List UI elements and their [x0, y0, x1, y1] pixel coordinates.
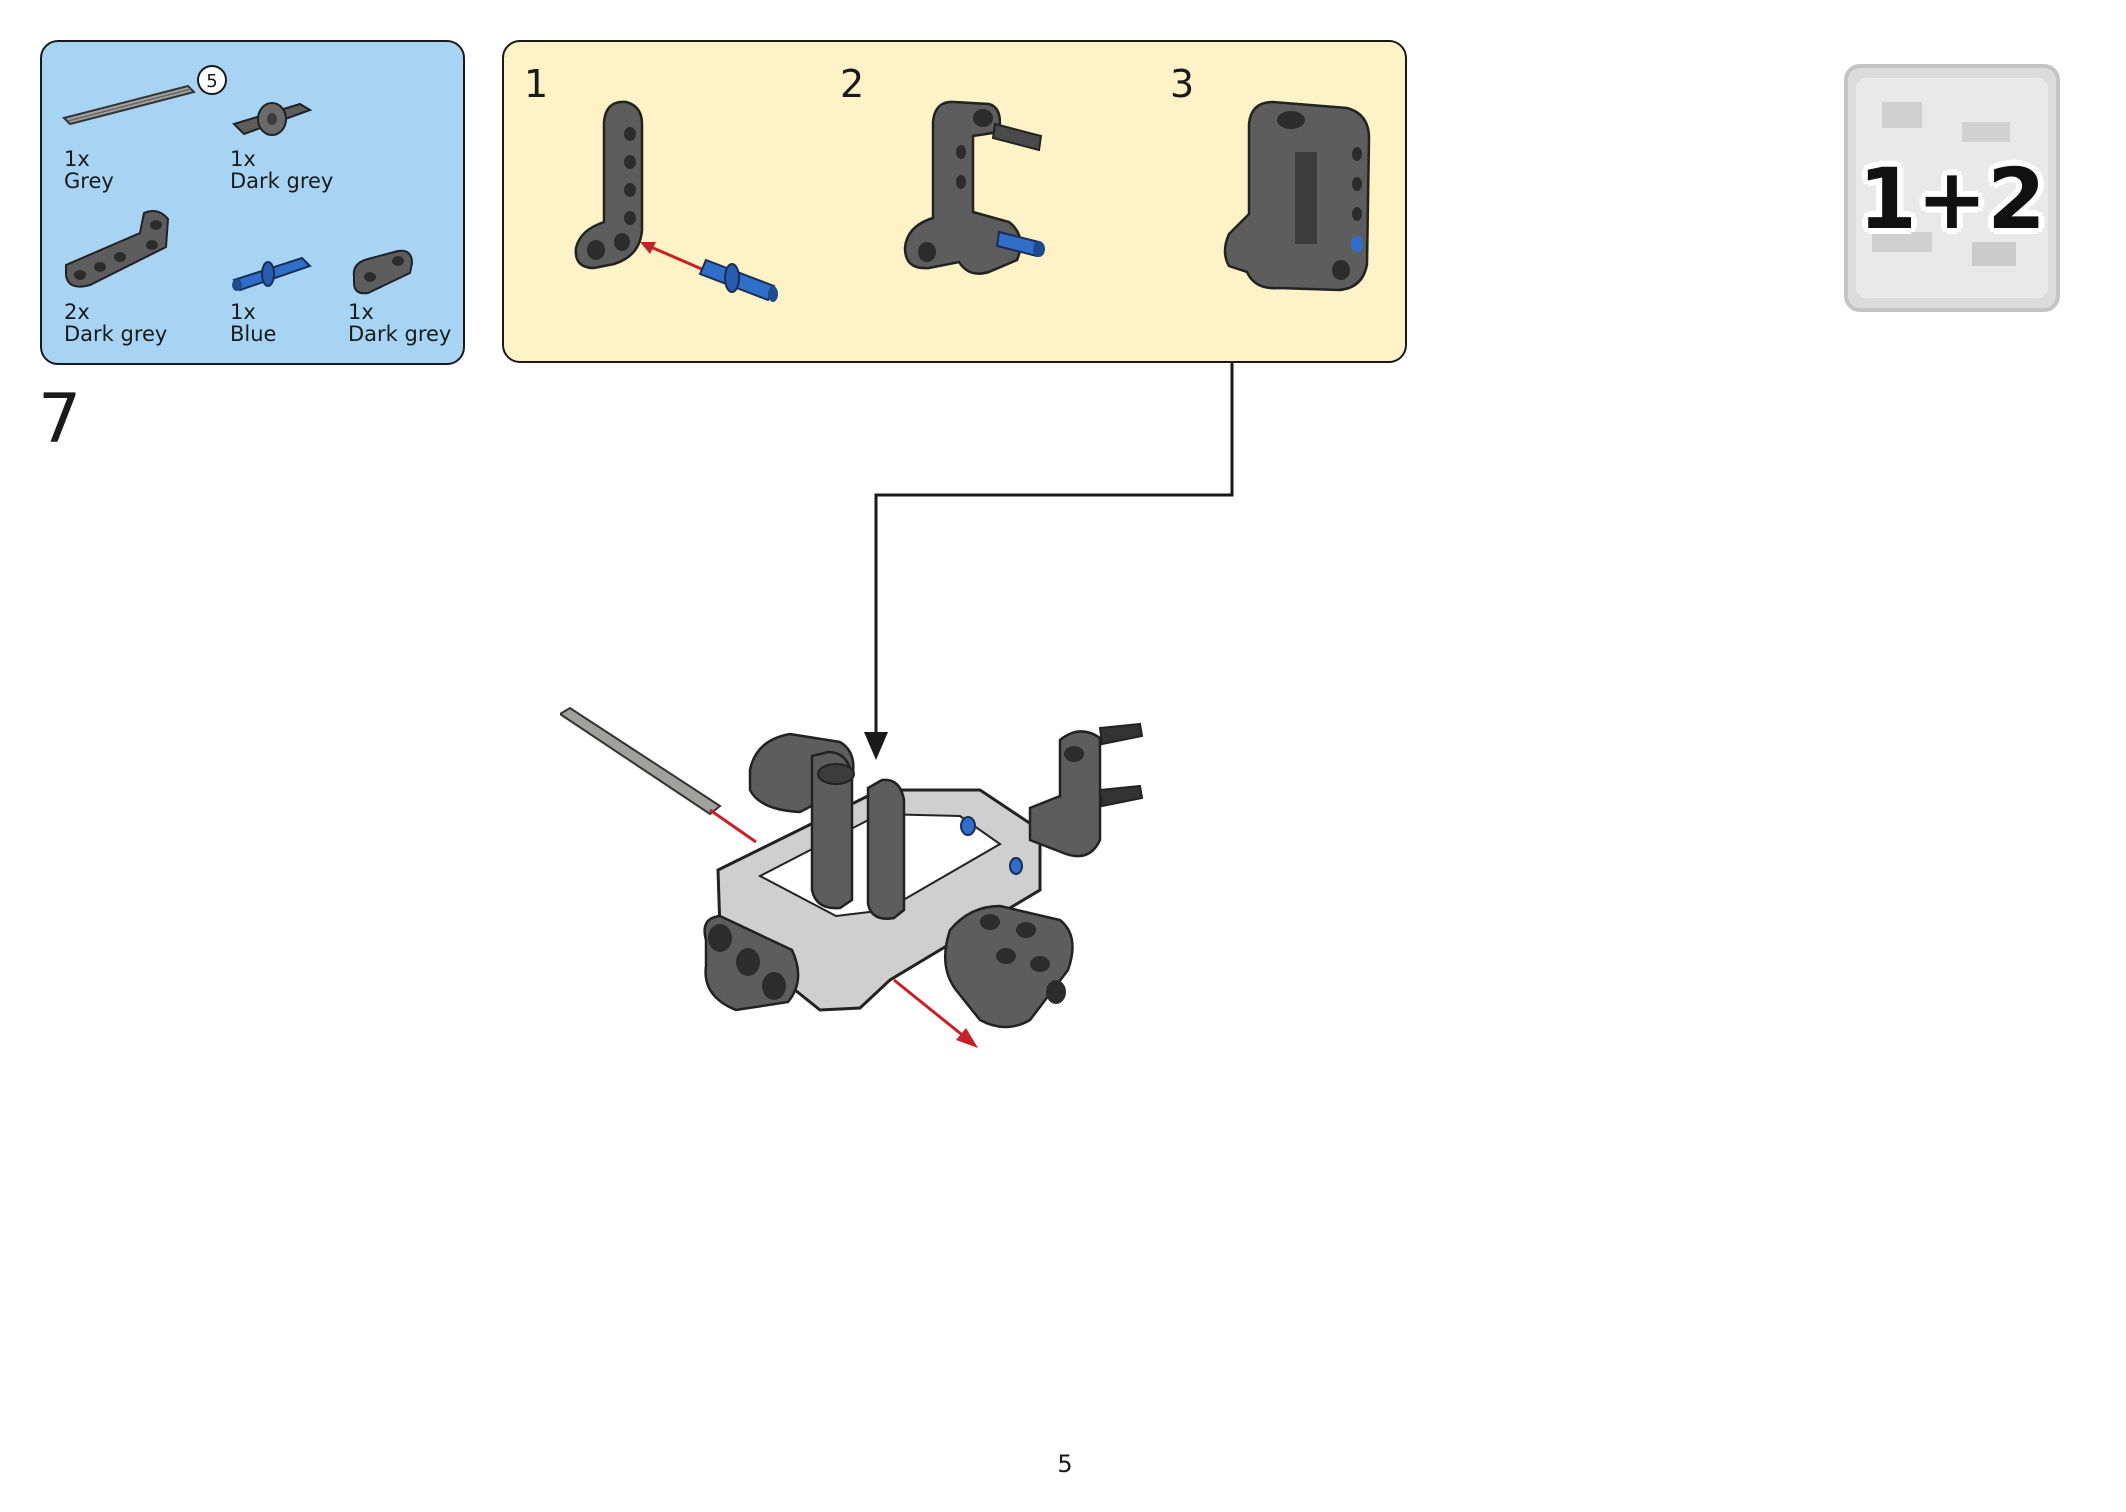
part-quantity: 1x [64, 147, 90, 171]
part-length-badge: 5 [197, 65, 227, 95]
substep-2-illustration [899, 92, 1079, 312]
main-model-illustration [558, 690, 1160, 1070]
part-dark-grey-beam-label: 1x Dark grey [348, 301, 451, 345]
substep-number: 1 [524, 62, 549, 106]
part-dark-grey-connector-label: 1x Dark grey [230, 148, 333, 192]
page-number: 5 [1057, 1450, 1073, 1478]
part-blue-pin-image [228, 250, 318, 300]
substep-number: 3 [1170, 62, 1195, 106]
part-quantity: 1x [230, 300, 256, 324]
substep-number: 2 [840, 62, 865, 106]
step-number: 7 [38, 380, 82, 459]
substep-3-illustration [1219, 94, 1399, 314]
part-color: Dark grey [348, 322, 452, 346]
part-quantity: 2x [64, 300, 90, 324]
part-dark-grey-l-beam-label: 2x Dark grey [64, 301, 167, 345]
parts-list-callout: 5 1x Grey 1x Dark grey 2x Dark grey [40, 40, 465, 365]
part-dark-grey-l-beam-image [60, 207, 180, 292]
part-color: Dark grey [64, 322, 168, 346]
substeps-callout: 1 2 3 [502, 40, 1407, 363]
part-color: Dark grey [230, 169, 334, 193]
substep-1-illustration [574, 92, 794, 332]
part-dark-grey-connector-image [230, 94, 320, 144]
part-blue-pin-label: 1x Blue [230, 301, 276, 345]
parts-bag-icon: 1+2 [1842, 62, 2062, 314]
part-grey-axle-image [60, 80, 200, 130]
part-quantity: 1x [230, 147, 256, 171]
part-color: Grey [64, 169, 114, 193]
part-grey-axle-label: 1x Grey [64, 148, 114, 192]
part-dark-grey-beam-image [348, 247, 418, 302]
part-quantity: 1x [348, 300, 374, 324]
part-color: Blue [230, 322, 277, 346]
bag-number: 1+2 [1858, 150, 2046, 248]
